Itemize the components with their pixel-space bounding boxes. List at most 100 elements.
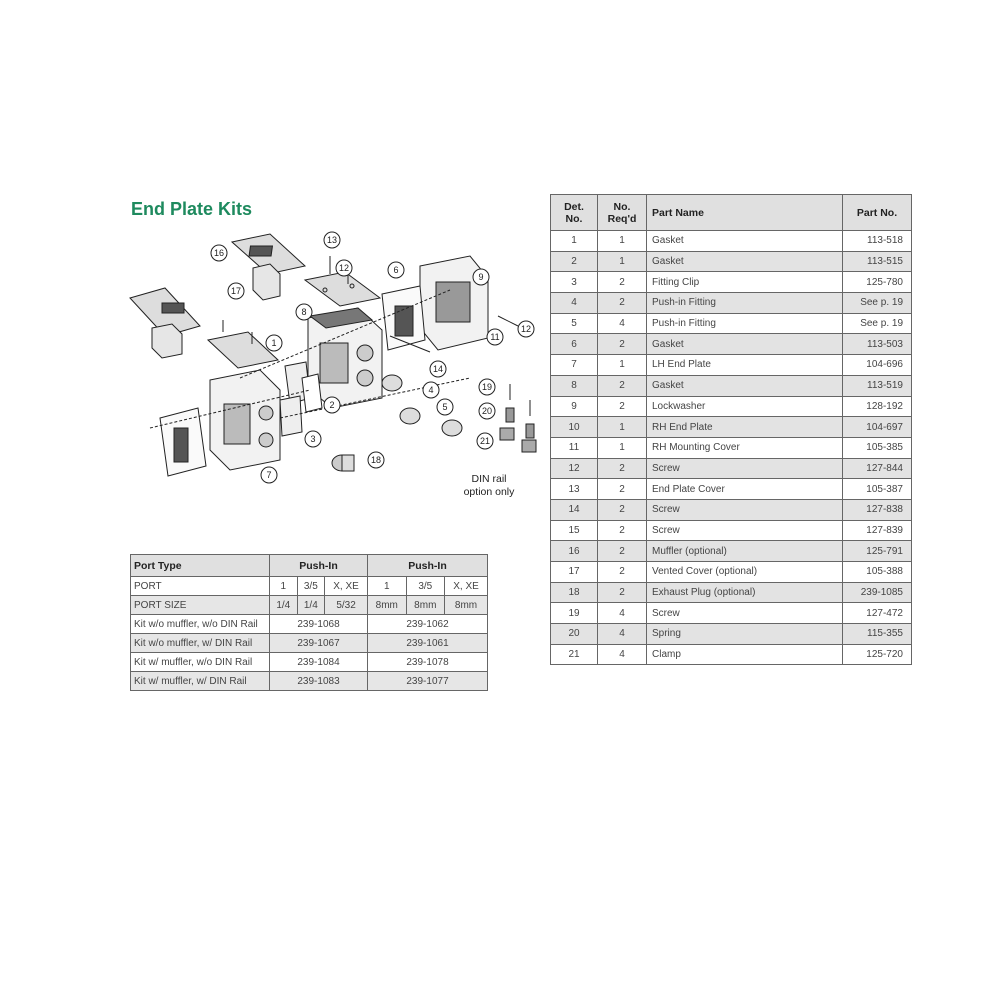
svg-text:3: 3 (310, 434, 315, 444)
callout-11: 9 (472, 268, 490, 286)
header-part-no: Part No. (842, 194, 912, 231)
cell-name: Muffler (optional) (646, 540, 843, 562)
cell-det: 20 (550, 623, 598, 645)
callout-5: 5 (436, 398, 454, 416)
cell-pn: 127-844 (842, 457, 912, 480)
cell-name: Gasket (646, 250, 843, 273)
cell-det: 2 (550, 250, 598, 273)
cell-pn: 125-791 (842, 540, 912, 562)
cell-qty: 2 (597, 498, 647, 521)
header-det-no: Det.No. (550, 194, 598, 231)
cell-det: 1 (550, 230, 598, 252)
cell-pn: 105-385 (842, 436, 912, 459)
callout-6: 6 (387, 261, 405, 279)
svg-text:9: 9 (478, 272, 483, 282)
cell-pn: 105-388 (842, 561, 912, 583)
svg-text:1: 1 (271, 338, 276, 348)
svg-text:2: 2 (329, 400, 334, 410)
exhaust-plug-part (331, 454, 355, 472)
cell-qty: 2 (597, 519, 647, 542)
push-in-fitting-part (381, 374, 463, 437)
svg-text:17: 17 (231, 286, 241, 296)
cell-det: 21 (550, 643, 598, 666)
callout-20: 20 (478, 402, 496, 420)
svg-text:18: 18 (371, 455, 381, 465)
cell-name: Clamp (646, 643, 843, 666)
cell-pn: 128-192 (842, 395, 912, 418)
callout-17: 16 (210, 244, 228, 262)
page-title: End Plate Kits (131, 199, 253, 219)
callout-16: 17 (227, 282, 245, 300)
callout-3: 3 (304, 430, 322, 448)
svg-text:4: 4 (428, 385, 433, 395)
cell-pn: See p. 19 (842, 292, 912, 314)
table-row: Kit w/o muffler, w/ DIN Rail 239-1067 23… (130, 633, 488, 653)
table-row: Kit w/ muffler, w/o DIN Rail 239-1084 23… (130, 652, 488, 672)
cell-det: 11 (550, 436, 598, 459)
cell-pn: 127-838 (842, 498, 912, 521)
muffler-part (252, 263, 281, 301)
cell-qty: 2 (597, 478, 647, 500)
din-rail-note: DIN rail option only (449, 473, 529, 499)
svg-text:11: 11 (490, 332, 499, 342)
cell-det: 19 (550, 602, 598, 625)
callout-18: 18 (367, 451, 385, 469)
svg-text:8: 8 (301, 307, 306, 317)
callout-8: 8 (295, 303, 313, 321)
vented-cover-left-part (129, 287, 201, 337)
cell-det: 6 (550, 333, 598, 356)
cell-pn: 104-697 (842, 416, 912, 438)
cell-det: 8 (550, 374, 598, 397)
gasket-6-part (381, 285, 426, 351)
cell-det: 12 (550, 457, 598, 480)
svg-text:7: 7 (266, 470, 271, 480)
svg-text:6: 6 (393, 265, 398, 275)
cell-name: Push-in Fitting (646, 292, 843, 314)
callout-15: 14 (429, 360, 447, 378)
muffler-left-part (151, 323, 183, 359)
din-clamp-parts (499, 384, 537, 453)
cell-qty: 2 (597, 333, 647, 356)
cell-det: 18 (550, 581, 598, 604)
cell-det: 3 (550, 271, 598, 294)
cell-det: 16 (550, 540, 598, 562)
cell-name: RH Mounting Cover (646, 436, 843, 459)
cell-name: Gasket (646, 333, 843, 356)
cell-qty: 4 (597, 623, 647, 645)
callout-19: 19 (478, 378, 496, 396)
cell-pn: 125-780 (842, 271, 912, 294)
svg-text:20: 20 (482, 406, 492, 416)
cell-name: Screw (646, 602, 843, 625)
cell-pn: 113-503 (842, 333, 912, 356)
callout-14: 13 (323, 231, 341, 249)
cell-name: Screw (646, 519, 843, 542)
cell-pn: 239-1085 (842, 581, 912, 604)
cell-qty: 2 (597, 581, 647, 604)
cell-name: Gasket (646, 230, 843, 252)
cell-qty: 2 (597, 540, 647, 562)
callout-2: 2 (323, 396, 341, 414)
cell-pn: 113-518 (842, 230, 912, 252)
svg-text:12: 12 (521, 324, 531, 334)
cell-det: 5 (550, 312, 598, 335)
callout-1: 1 (265, 334, 283, 352)
port-kit-table: Port Type Push-In Push-In PORT 1 3/5 X, … (130, 554, 488, 691)
header-push-in-1: Push-In (268, 554, 369, 577)
din-note-line-1: DIN rail (471, 473, 507, 485)
cell-qty: 1 (597, 436, 647, 459)
svg-text:14: 14 (433, 364, 443, 374)
